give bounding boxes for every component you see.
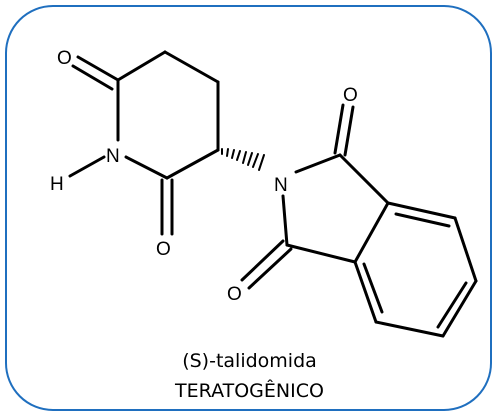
atom-o-bottom-right: O bbox=[227, 284, 242, 305]
bond-c7a-c3a bbox=[353, 201, 390, 264]
bond-c3a-c3 bbox=[285, 243, 357, 264]
bond-b1-b2 bbox=[386, 201, 457, 220]
bond-c1-o-a bbox=[333, 103, 345, 155]
bond-c2-o-b bbox=[71, 64, 114, 91]
atom-o-top-left: O bbox=[57, 48, 72, 69]
bond-c2-c3 bbox=[116, 50, 167, 82]
bond-b3-b4 bbox=[441, 279, 478, 338]
bond-n-h bbox=[68, 155, 106, 178]
hash-5 bbox=[242, 151, 247, 164]
bond-c3-c4 bbox=[163, 50, 220, 84]
hash-2 bbox=[226, 148, 229, 157]
bond-c5-c6 bbox=[165, 148, 220, 180]
bond-inner-2 bbox=[436, 281, 468, 329]
glutarimide-ring bbox=[68, 50, 220, 236]
bond-b4-b5 bbox=[374, 320, 445, 338]
hash-7 bbox=[252, 153, 259, 168]
bond-b2-b3 bbox=[453, 216, 478, 283]
compound-name: (S)-talidomida bbox=[182, 350, 317, 372]
hash-4 bbox=[236, 150, 241, 161]
atom-h-ring: H bbox=[50, 174, 64, 195]
bond-c3-n bbox=[281, 194, 289, 247]
caption: (S)-talidomida TERATOGÊNICO bbox=[0, 346, 499, 406]
atom-o-top-right: O bbox=[343, 85, 358, 106]
hashed-wedge-bond bbox=[221, 148, 265, 171]
bond-c1-c7a bbox=[338, 153, 390, 205]
compound-classification: TERATOGÊNICO bbox=[175, 380, 324, 402]
bond-n-c1 bbox=[294, 153, 342, 174]
bond-b5-b6 bbox=[353, 260, 378, 324]
benzene-ring bbox=[353, 201, 478, 338]
bond-inner-3 bbox=[362, 262, 384, 314]
bond-c3-o-a bbox=[240, 239, 285, 282]
phthalimide-ring bbox=[240, 103, 390, 290]
atom-n-imide: N bbox=[274, 175, 288, 196]
hash-3 bbox=[231, 149, 235, 159]
bond-c6-n bbox=[124, 155, 169, 180]
hash-8 bbox=[258, 154, 265, 171]
atom-o-bottom-left: O bbox=[156, 239, 171, 260]
atom-n-ring: N bbox=[106, 146, 120, 167]
hash-6 bbox=[247, 152, 253, 166]
bond-c1-o-b bbox=[343, 105, 355, 157]
bond-c2-o-a bbox=[76, 55, 120, 82]
bond-c3-o-b bbox=[247, 247, 293, 290]
bond-inner-1 bbox=[394, 212, 451, 228]
